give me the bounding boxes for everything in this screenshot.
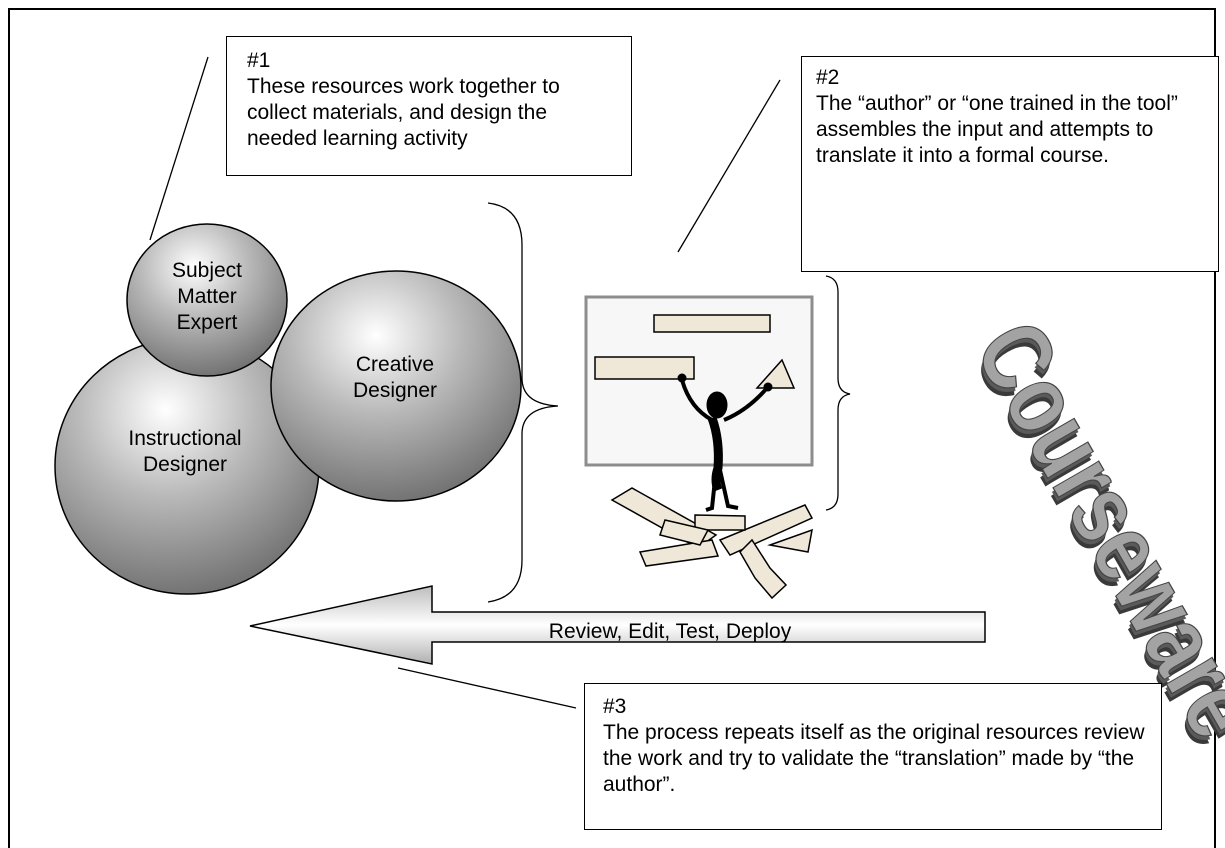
author-figure (677, 373, 773, 512)
diagram-frame (8, 8, 1216, 848)
creative-designer-circle (270, 270, 522, 502)
arrow-label: Review, Edit, Test, Deploy (548, 620, 792, 643)
review-arrow (249, 585, 986, 665)
left-brace (487, 202, 559, 603)
callout-3-leader (397, 667, 577, 709)
callout-3: #3 The process repeats itself as the ori… (584, 683, 1162, 830)
callout-3-text: The process repeats itself as the origin… (603, 721, 1145, 796)
creative-designer-label: Creative Designer (352, 353, 438, 402)
callout-2-leader (677, 79, 781, 253)
board-shape-left (594, 356, 695, 380)
scattered-papers (610, 487, 814, 600)
board-shape-top (653, 314, 771, 333)
callout-1-number: #1 (247, 49, 271, 72)
callout-3-number: #3 (603, 695, 627, 718)
board-triangle (755, 358, 796, 389)
callout-1-leader (149, 56, 209, 241)
callout-2-text: The “author” or “one trained in the tool… (816, 92, 1178, 167)
callout-1-text: These resources work together to collect… (247, 75, 560, 150)
subject-matter-expert-label: Subject Matter Expert (171, 259, 243, 334)
callout-2: #2 The “author” or “one trained in the t… (801, 56, 1219, 272)
callout-2-number: #2 (816, 66, 840, 89)
right-brace (825, 275, 851, 511)
instructional-designer-label: Instructional Designer (128, 427, 242, 476)
callout-1: #1 These resources work together to coll… (226, 36, 632, 176)
subject-matter-expert-circle (126, 223, 288, 377)
